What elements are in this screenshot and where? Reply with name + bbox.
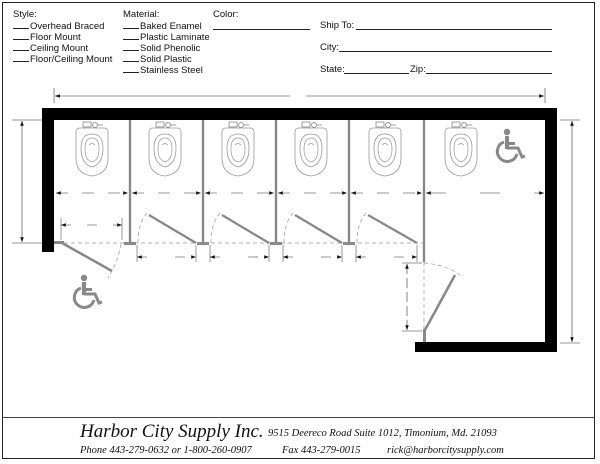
option-label: Floor Mount [30,32,81,43]
partition-panel [422,120,426,262]
page-border [2,2,595,459]
option-label: Ceiling Mount [30,43,89,54]
style-label: Style: [13,9,37,20]
accessible-depth-dimension [560,119,580,344]
option-label: Baked Enamel [140,21,202,32]
toilet-icon [221,121,255,177]
stall-door [294,214,343,244]
accessible-door [402,262,462,342]
stall-door [148,214,197,244]
wheelchair-icon [72,273,104,309]
material-option-solid-phenolic[interactable]: Solid Phenolic [123,42,200,54]
walls [42,108,557,352]
toilet-icon [75,121,109,177]
company-fax: Fax 443-279-0015 [282,445,361,456]
end-wall [415,342,557,352]
pilaster [197,242,209,245]
company-email[interactable]: rick@harborcitysupply.com [387,445,504,456]
color-label: Color: [213,9,239,20]
stall-door [367,214,418,244]
color-field[interactable] [213,29,310,30]
footer-divider [3,417,595,418]
right-wall [545,108,557,352]
door-swing-arc [210,211,222,244]
door-swing-arc [283,211,295,244]
door-swing-arc [356,211,368,244]
option-label: Overhead Braced [30,21,105,32]
left-wall [42,108,54,252]
material-option-plastic-laminate[interactable]: Plastic Laminate [123,31,210,43]
partition-panel [274,120,278,243]
option-label: Stainless Steel [140,65,203,76]
style-option-floor-mount[interactable]: Floor Mount [13,31,81,43]
ship-to-label: Ship To: [320,20,355,31]
style-option-floor-ceiling-mount[interactable]: Floor/Ceiling Mount [13,53,112,65]
company-address: 9515 Deereco Road Suite 1012, Timonium, … [268,428,497,439]
style-option-overhead-braced[interactable]: Overhead Braced [13,20,104,32]
ship-to-field[interactable] [356,29,552,30]
pilaster [270,242,282,245]
wheelchair-icon [495,127,527,163]
option-label: Floor/Ceiling Mount [30,54,113,65]
stall-depth-dimension [12,119,42,244]
pilaster [343,242,355,245]
door-swing-arc [137,211,149,244]
pilaster [124,242,136,245]
material-option-baked-enamel[interactable]: Baked Enamel [123,20,202,32]
state-label: State: [320,64,345,75]
toilet-icon [368,121,402,177]
back-wall [42,108,557,120]
partition-panel [128,120,132,243]
zip-label: Zip: [410,64,426,75]
material-option-solid-plastic[interactable]: Solid Plastic [123,53,192,65]
left-accessible-door [54,218,123,279]
partition-panel [347,120,351,243]
option-label: Plastic Laminate [140,32,210,43]
toilet-icon [294,121,328,177]
city-field[interactable] [339,51,552,52]
state-field[interactable] [344,73,409,74]
material-option-stainless-steel[interactable]: Stainless Steel [123,64,203,76]
overall-width-dimension [53,88,546,103]
partition-panel [201,120,205,243]
company-name: Harbor City Supply Inc. [80,421,264,442]
material-label: Material: [123,9,160,20]
stall-door [221,214,270,244]
option-label: Solid Phenolic [140,43,201,54]
option-label: Solid Plastic [140,54,192,65]
style-option-ceiling-mount[interactable]: Ceiling Mount [13,42,88,54]
company-phone: Phone 443-279-0632 or 1-800-260-0907 [80,445,252,456]
city-label: City: [320,42,339,53]
toilet-icon [444,121,478,177]
toilet-icon [148,121,182,177]
zip-field[interactable] [426,73,552,74]
